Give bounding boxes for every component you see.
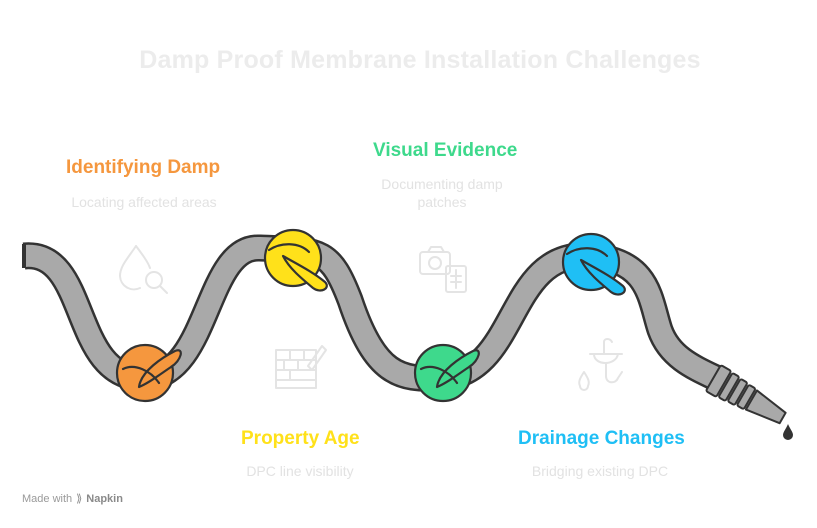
brick-wall-trowel-icon bbox=[275, 345, 327, 389]
step-label-identifying-damp: Identifying Damp bbox=[66, 157, 221, 178]
knot-identifying-damp bbox=[115, 343, 182, 403]
water-drop-icon bbox=[783, 424, 793, 440]
watermark-prefix: Made with bbox=[22, 492, 73, 505]
step-label-drainage-changes: Drainage Changes bbox=[518, 428, 685, 449]
step-desc-drainage-changes: Bridging existing DPC bbox=[531, 463, 669, 479]
knot-property-age bbox=[263, 228, 328, 292]
watermark: Made with ⟫ Napkin bbox=[22, 492, 123, 506]
water-drop-magnifier-icon bbox=[119, 245, 168, 294]
watermark-brand: Napkin bbox=[86, 492, 123, 505]
knot-visual-evidence bbox=[413, 343, 480, 403]
step-desc-property-age: DPC line visibility bbox=[246, 463, 354, 479]
hose-nozzle bbox=[705, 364, 787, 425]
step-label-visual-evidence: Visual Evidence bbox=[373, 140, 518, 161]
step-desc-identifying-damp: Locating affected areas bbox=[71, 194, 217, 210]
diagram-title: Damp Proof Membrane Installation Challen… bbox=[139, 46, 701, 74]
sink-drain-pipe-icon bbox=[578, 338, 623, 391]
napkin-logo-icon: ⟫ bbox=[76, 493, 83, 505]
knot-drainage-changes bbox=[561, 232, 626, 296]
camera-photo-icon bbox=[419, 246, 467, 293]
step-desc-visual-evidence: Documenting damp patches bbox=[381, 176, 503, 210]
step-label-property-age: Property Age bbox=[241, 428, 360, 449]
